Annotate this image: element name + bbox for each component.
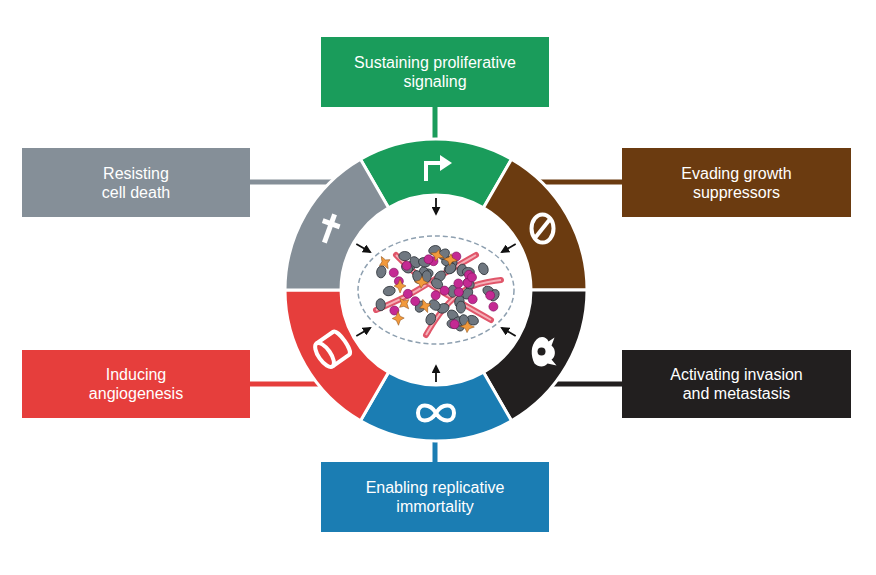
hallmark-label: Enabling replicative immortality xyxy=(345,478,525,516)
arrow-icon xyxy=(426,155,452,181)
tumour-illustration xyxy=(358,236,514,344)
hallmark-icons xyxy=(312,155,557,421)
immune-cell xyxy=(486,291,495,300)
hallmark-box: Activating invasion and metastasis xyxy=(622,350,851,418)
invasive-cell-icon xyxy=(532,337,557,366)
immune-cell xyxy=(454,287,463,296)
ring xyxy=(285,139,587,441)
hallmark-label: Evading growth suppressors xyxy=(657,164,817,202)
hallmark-label: Activating invasion and metastasis xyxy=(662,365,812,403)
tumour-cell xyxy=(424,312,437,327)
immune-cell xyxy=(468,295,477,304)
immune-cell xyxy=(468,273,477,282)
inward-arrow xyxy=(356,244,370,252)
immune-cell xyxy=(402,261,411,270)
hallmark-label: Sustaining proliferative signaling xyxy=(335,53,535,91)
stromal-cell xyxy=(460,320,475,333)
immune-cell xyxy=(424,255,433,264)
inward-arrow xyxy=(502,328,516,336)
inward-arrow xyxy=(356,328,370,336)
block-icon xyxy=(532,215,554,243)
tumour-boundary xyxy=(358,236,514,344)
stromal-cell xyxy=(417,297,433,314)
stromal-cell xyxy=(395,294,413,312)
hallmark-box: Sustaining proliferative signaling xyxy=(321,37,549,107)
inward-arrow xyxy=(435,366,437,382)
hallmark-box: Enabling replicative immortality xyxy=(321,462,549,532)
immune-cell xyxy=(450,320,459,329)
hallmark-label: Inducing angiogenesis xyxy=(81,365,191,403)
cross-icon xyxy=(316,211,343,245)
immune-cell xyxy=(431,291,440,300)
tumour-cell xyxy=(477,262,490,277)
hallmark-box: Evading growth suppressors xyxy=(622,148,851,217)
hallmark-box: Inducing angiogenesis xyxy=(22,350,250,418)
immune-cell xyxy=(403,289,412,298)
inward-arrow xyxy=(435,198,437,214)
inward-arrows xyxy=(356,198,515,382)
tumour-cell xyxy=(399,261,414,276)
vessel-icon xyxy=(312,329,353,369)
leader-lines xyxy=(250,107,622,462)
tumour-cell xyxy=(376,265,387,279)
immune-cell xyxy=(440,286,449,295)
immune-cell xyxy=(454,279,463,288)
immune-cell xyxy=(389,268,398,277)
stromal-cell xyxy=(429,247,446,263)
inward-arrow xyxy=(502,244,516,252)
stromal-cell xyxy=(414,276,429,289)
hallmark-label: Resisting cell death xyxy=(91,164,181,202)
immune-cell xyxy=(489,302,498,311)
tumour-cell xyxy=(382,285,396,297)
stromal-cell xyxy=(392,311,405,325)
stromal-cell xyxy=(394,279,406,293)
stromal-cell xyxy=(443,253,458,267)
tumour-cell xyxy=(456,301,465,313)
immune-cell xyxy=(411,297,420,306)
infinity-icon xyxy=(418,406,454,421)
tumour-cell xyxy=(376,298,386,311)
hallmark-box: Resisting cell death xyxy=(22,148,250,217)
tumour-cell xyxy=(399,251,411,260)
stromal-cell xyxy=(376,254,393,272)
